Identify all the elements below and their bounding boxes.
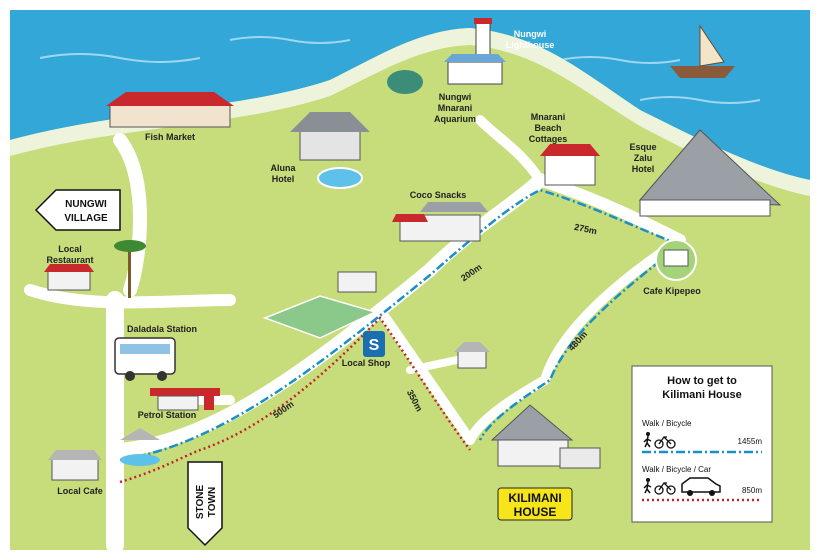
label-lighthouse: Nungwi: [514, 29, 547, 39]
legend-title: How to get to: [667, 375, 737, 387]
bus-icon: [114, 337, 176, 381]
svg-text:NUNGWI: NUNGWI: [65, 199, 107, 210]
stone-town-sign: STONE TOWN: [187, 461, 223, 547]
wave: [229, 36, 351, 44]
svg-text:KILIMANI: KILIMANI: [508, 491, 561, 505]
esque-zalu-hotel-building: [638, 129, 782, 217]
kilimani-house-badge: KILIMANI HOUSE: [497, 487, 573, 521]
walk-icon: [643, 432, 652, 448]
label-fish-market: Fish Market: [145, 132, 195, 142]
label-local-restaurant: Local: [58, 244, 82, 254]
label-aquarium-2: Mnarani: [438, 103, 473, 113]
label-esque-2: Zalu: [634, 153, 653, 163]
petrol-station-building: [150, 388, 220, 411]
boat-icon: [670, 24, 735, 78]
label-aluna: Aluna: [270, 163, 296, 173]
palm-tree-icon: [114, 240, 146, 298]
football-field: [262, 295, 378, 339]
car-icon: [681, 477, 721, 496]
wave: [639, 96, 761, 104]
svg-text:S: S: [369, 337, 380, 354]
legend-title-2: Kilimani House: [662, 389, 741, 401]
gazebo: [120, 428, 160, 466]
label-coco-snacks: Coco Snacks: [410, 190, 467, 200]
shop-icon: S: [363, 331, 385, 357]
walk-bicycle-route: [119, 188, 683, 462]
legend-walk-bicycle-distance: 1455m: [738, 437, 763, 446]
place-labels: Fish Market Nungwi Lighthouse Nungwi Mna…: [46, 29, 701, 496]
label-mnarani: Mnarani: [531, 112, 566, 122]
label-local-restaurant-2: Restaurant: [46, 255, 93, 265]
legend-walk-bicycle: Walk / Bicycle: [642, 419, 692, 428]
local-cafe-building: [48, 450, 102, 481]
route-legend: How to get to Kilimani House Walk / Bicy…: [631, 365, 773, 523]
svg-text:TOWN: TOWN: [207, 487, 218, 517]
label-aquarium-3: Aquarium: [434, 114, 476, 124]
label-petrol-station: Petrol Station: [138, 410, 197, 420]
label-aquarium: Nungwi: [439, 92, 472, 102]
wave: [39, 53, 201, 63]
cafe-kipepeo-building: [655, 239, 697, 281]
label-aluna-2: Hotel: [272, 174, 295, 184]
legend-walk-bicycle-car: Walk / Bicycle / Car: [642, 465, 711, 474]
turtle-icon: [387, 70, 423, 94]
bicycle-icon-2: [654, 481, 676, 495]
small-house: [454, 342, 490, 369]
label-esque: Esque: [629, 142, 656, 152]
local-restaurant-building: [44, 264, 94, 291]
fish-market-building: [106, 92, 234, 128]
distance-275: 275m: [573, 222, 598, 237]
label-mnarani-2: Beach: [534, 123, 561, 133]
label-daladala: Daladala Station: [127, 324, 197, 334]
kilimani-house-building: [490, 404, 601, 469]
svg-text:VILLAGE: VILLAGE: [64, 213, 108, 224]
label-cafe-kipepeo: Cafe Kipepeo: [643, 286, 701, 296]
walk-bicycle-car-route: [119, 316, 472, 484]
svg-text:STONE: STONE: [195, 485, 206, 520]
walk-icon-2: [643, 478, 652, 494]
lighthouse: [444, 18, 506, 85]
label-local-shop: Local Shop: [342, 358, 391, 368]
coco-snacks-building: [392, 202, 488, 242]
label-local-cafe: Local Cafe: [57, 486, 103, 496]
mnarani-cottages-building: [540, 144, 600, 186]
bicycle-icon: [654, 435, 676, 449]
label-lighthouse-2: Lighthouse: [506, 40, 555, 50]
small-building: [337, 271, 377, 293]
svg-text:HOUSE: HOUSE: [514, 505, 557, 519]
aluna-hotel-building: [290, 112, 370, 189]
legend-walk-bicycle-car-distance: 850m: [742, 486, 762, 495]
label-esque-3: Hotel: [632, 164, 655, 174]
nungwi-village-sign: NUNGWI VILLAGE: [34, 189, 121, 231]
label-mnarani-3: Cottages: [529, 134, 568, 144]
wave: [559, 56, 681, 64]
